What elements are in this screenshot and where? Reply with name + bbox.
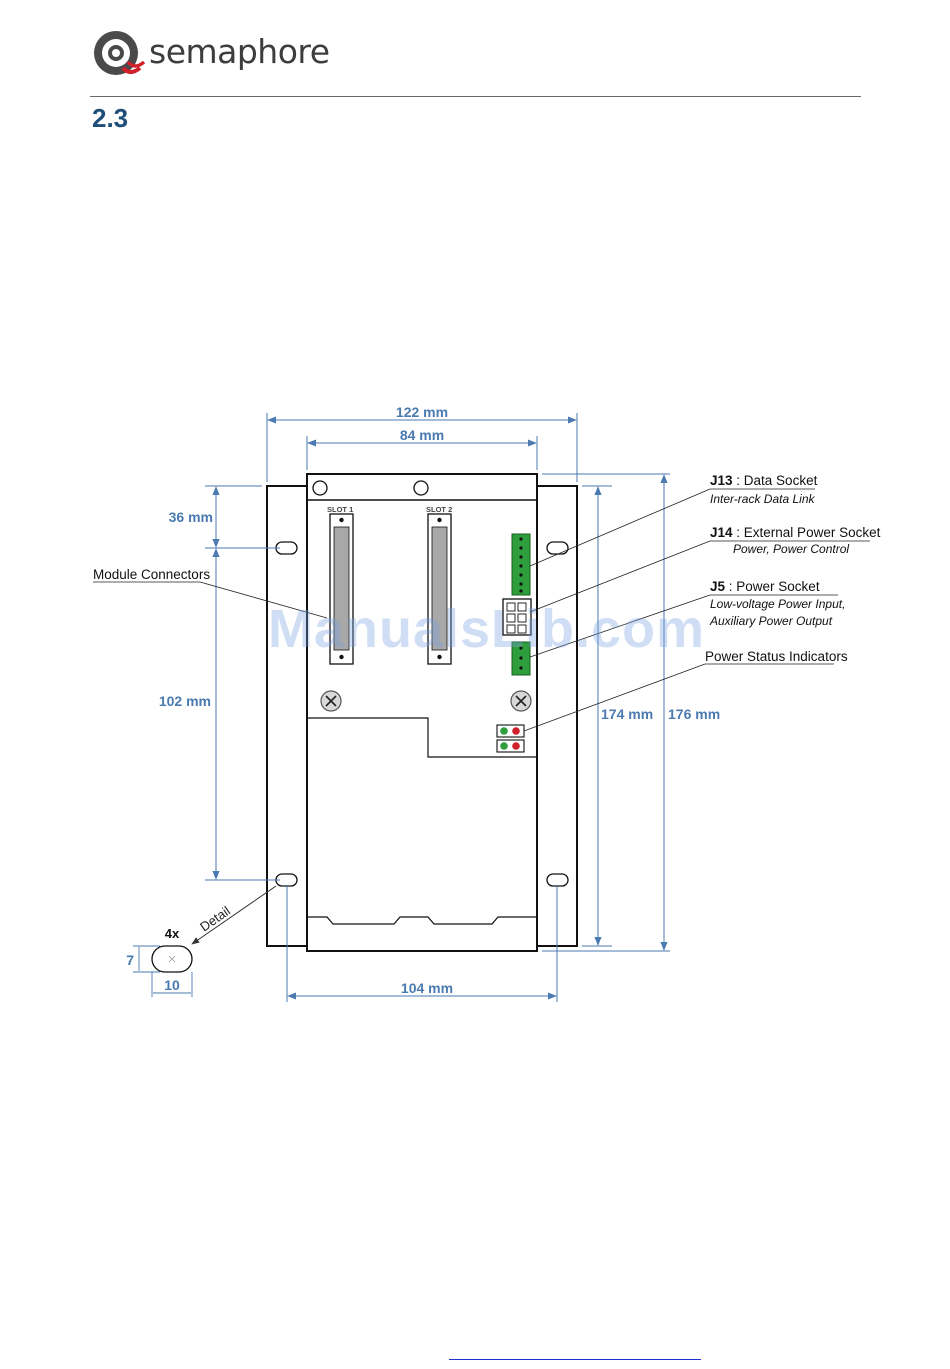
j14-external-power-socket <box>502 598 532 636</box>
hole-detail: Detail 4x 7 10 <box>126 885 277 997</box>
j14-code: J14 <box>710 525 733 540</box>
label-j5: J5 : Power Socket <box>710 579 820 594</box>
j13-code: J13 <box>710 473 733 488</box>
j5-code: J5 <box>710 579 726 594</box>
label-j13: J13 : Data Socket <box>710 473 818 488</box>
j14-description: Power, Power Control <box>733 542 849 556</box>
dim-inner-height: 174 mm <box>601 706 653 722</box>
screw-icon <box>320 690 342 712</box>
dim-inner-width: 84 mm <box>400 427 444 443</box>
detail-count: 4x <box>165 926 180 941</box>
j5-power-socket <box>511 641 531 676</box>
footer-link-underline[interactable] <box>449 1359 701 1360</box>
j13-description: Inter-rack Data Link <box>710 492 815 506</box>
power-status-leds <box>496 724 525 753</box>
j13-name: : Data Socket <box>733 473 818 488</box>
detail-width: 10 <box>164 977 180 993</box>
label-j14: J14 : External Power Socket <box>710 525 881 540</box>
semaphore-logo-icon <box>94 31 146 75</box>
detail-height: 7 <box>126 952 134 968</box>
j13-data-socket <box>511 533 531 596</box>
j5-description-2: Auxiliary Power Output <box>709 614 833 628</box>
slot-1-connector: SLOT 1 <box>327 505 354 665</box>
j5-name: : Power Socket <box>725 579 820 594</box>
slot-2-label: SLOT 2 <box>426 505 452 514</box>
dim-top-offset: 36 mm <box>169 509 213 525</box>
dim-overall-width: 122 mm <box>396 404 448 420</box>
brand-name: semaphore <box>149 32 330 71</box>
label-module-connectors: Module Connectors <box>93 567 210 582</box>
section-number: 2.3 <box>92 103 129 133</box>
slot-1-label: SLOT 1 <box>327 505 353 514</box>
mounting-holes <box>275 541 569 887</box>
dim-overall-height: 176 mm <box>668 706 720 722</box>
j5-description-1: Low-voltage Power Input, <box>710 597 845 611</box>
rack-enclosure <box>266 473 578 952</box>
callout-leaders <box>93 488 870 732</box>
label-power-status-indicators: Power Status Indicators <box>705 649 848 664</box>
dim-hole-spacing-vertical: 102 mm <box>159 693 211 709</box>
detail-label: Detail <box>197 903 233 934</box>
dimension-lines <box>205 413 670 1002</box>
dim-hole-spacing-horizontal: 104 mm <box>401 980 453 996</box>
slot-2-connector: SLOT 2 <box>426 505 452 665</box>
j14-name: : External Power Socket <box>733 525 881 540</box>
header-divider <box>90 96 861 97</box>
screw-icon <box>510 690 532 712</box>
